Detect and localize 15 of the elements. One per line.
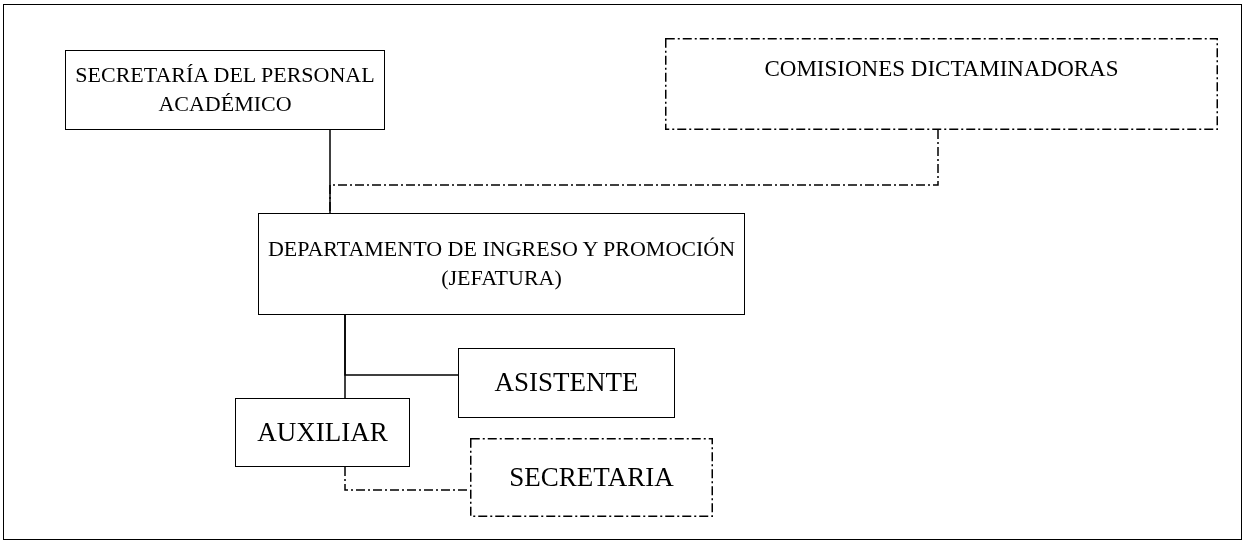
box-label: DEPARTAMENTO DE INGRESO Y PROMOCIÓN (JEFATURA) [266, 235, 737, 292]
org-box [458, 348, 675, 418]
connector-line [329, 129, 331, 214]
dashed-box [665, 38, 1218, 130]
dashed-box [470, 438, 713, 517]
dashed-connector [329, 129, 939, 214]
box-label: ASISTENTE [494, 366, 639, 400]
box-label: COMISIONES DICTAMINADORAS [764, 55, 1119, 83]
connector-line [344, 314, 346, 399]
box-label: SECRETARÍA DEL PERSONAL ACADÉMICO [74, 61, 376, 118]
box-label: SECRETARIA [509, 460, 674, 494]
box-label: AUXILIAR [257, 415, 388, 449]
org-box [65, 50, 385, 130]
org-box [258, 213, 745, 315]
org-box [235, 398, 410, 467]
